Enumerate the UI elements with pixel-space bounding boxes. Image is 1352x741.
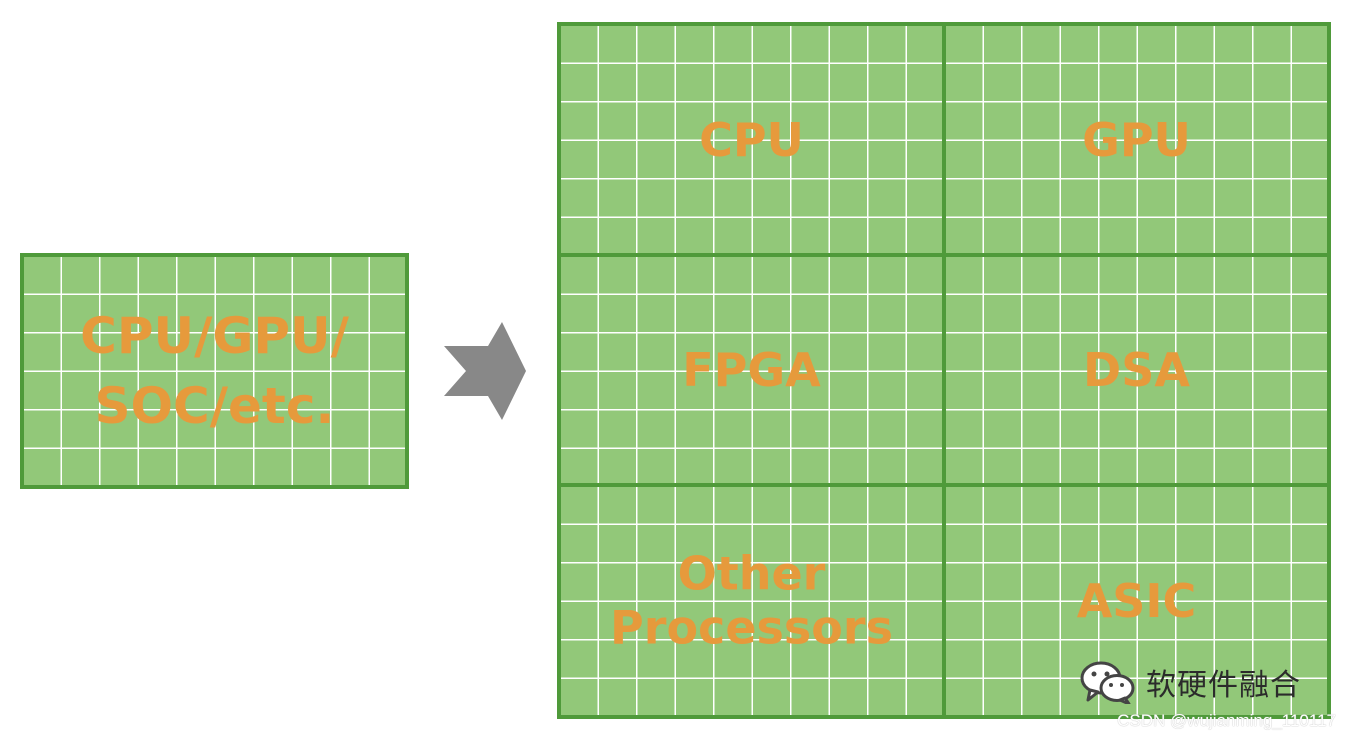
cell-fpga: FPGA <box>561 257 942 483</box>
wechat-icon <box>1080 661 1135 704</box>
cell-label: FPGA <box>682 342 821 397</box>
cell-label: DSA <box>1083 342 1190 397</box>
right-arrow-icon <box>444 322 526 420</box>
credit-text: CSDN @wujianming_110117 <box>1117 711 1336 730</box>
watermark: 软硬件融合 <box>1080 660 1301 704</box>
source-box: CPU/GPU/ SOC/etc. <box>20 253 409 489</box>
cell-label: CPU <box>699 112 804 167</box>
cell-cpu: CPU <box>561 26 942 253</box>
target-grid: CPU GPU FPGA DSA Other Processors ASIC <box>557 22 1331 719</box>
cell-other-processors: Other Processors <box>561 487 942 715</box>
cell-label: Other Processors <box>610 546 893 655</box>
cell-dsa: DSA <box>946 257 1327 483</box>
cell-label: GPU <box>1082 112 1191 167</box>
watermark-text: 软硬件融合 <box>1146 668 1301 703</box>
cell-asic: ASIC <box>946 487 1327 715</box>
source-box-label: CPU/GPU/ SOC/etc. <box>80 307 349 435</box>
cell-gpu: GPU <box>946 26 1327 253</box>
cell-label: ASIC <box>1076 573 1197 628</box>
